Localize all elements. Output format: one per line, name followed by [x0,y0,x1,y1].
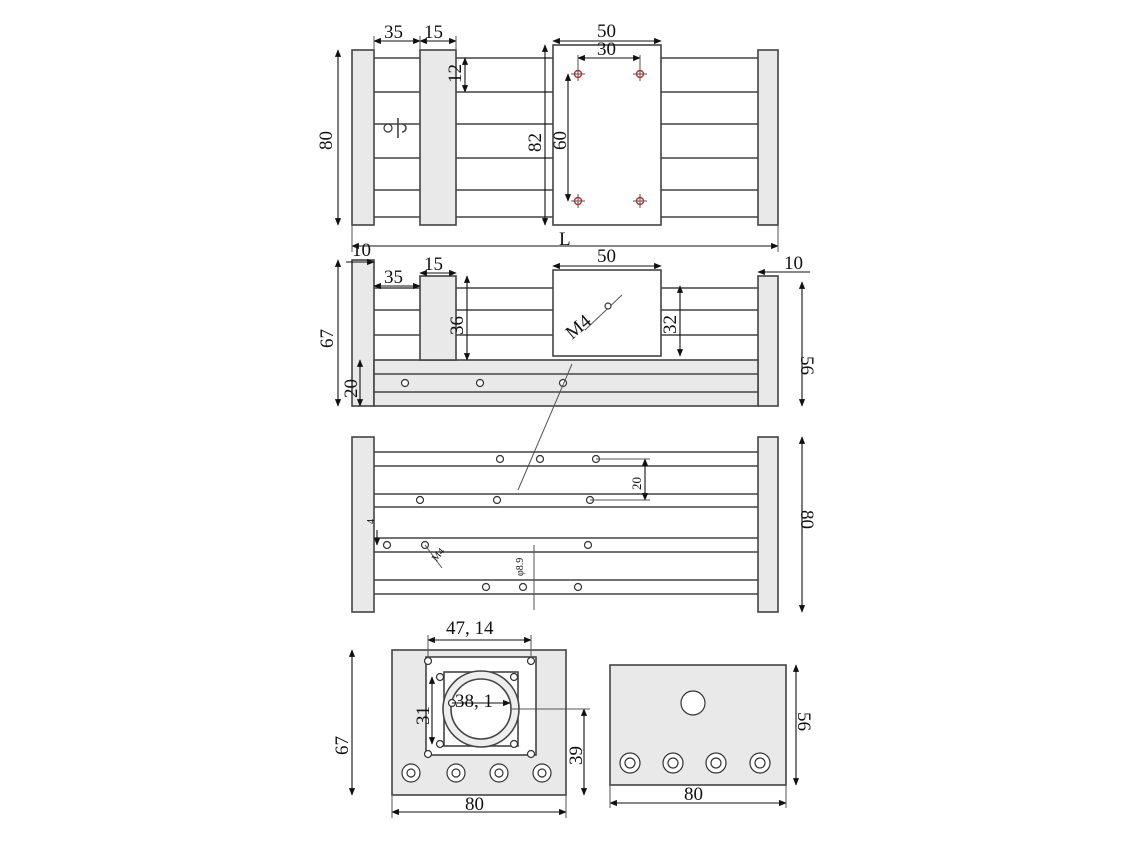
top-right-endcap [757,49,779,226]
idle-mount-holes [619,752,771,774]
dim-50: 50 [597,21,616,42]
dim-39: 39 [566,746,587,765]
dim-10-left: 10 [352,240,371,261]
dim-67-motor: 67 [332,736,353,755]
dim-4: 4 [366,519,377,524]
dim-35-side: 35 [384,267,403,288]
side-right-endcap [757,275,779,407]
dim-56-idle: 56 [793,712,814,731]
bottom-holes [382,454,601,592]
dim-56-side: 56 [796,356,817,375]
bottom-view: M4 φ8.9 20 80 4 [351,436,817,613]
dim-L: L [559,229,571,250]
top-view: 35 15 50 30 12 82 60 80 L [316,21,779,252]
small-thread-label: M4 [430,546,447,564]
top-stop-block [419,49,457,226]
side-dimensions: 10 35 15 50 10 67 36 32 56 20 [317,240,817,407]
bottom-rails [374,451,758,595]
dim-10-right: 10 [784,253,803,274]
end-view-motor: 47, 14 38, 1 31 67 39 80 [332,618,590,818]
dim-82: 82 [525,133,546,152]
dim-35: 35 [384,22,403,43]
dim-80: 80 [316,131,337,150]
dim-80-idle: 80 [684,784,703,805]
dim-30: 30 [597,39,616,60]
bottom-right-endcap [757,436,779,613]
dim-15: 15 [424,22,443,43]
top-left-endcap [351,49,375,226]
dim-47-14: 47, 14 [446,618,494,639]
idle-dimensions: 56 80 [609,664,814,808]
dim-36: 36 [447,316,468,335]
dim-38-1: 38, 1 [455,691,493,712]
dim-60: 60 [550,131,571,150]
dim-31: 31 [413,706,434,725]
bottom-dimensions: 20 80 4 [366,436,817,613]
limit-switch-icon [383,118,407,138]
side-carriage-plate [552,269,662,357]
motor-dimensions: 47, 14 38, 1 31 67 39 80 [332,618,590,818]
dim-80-bottom: 80 [796,510,817,529]
idle-bearing-hole [680,690,706,716]
end-view-idle: 56 80 [609,664,814,808]
top-dimensions: 35 15 50 30 12 82 60 80 L [316,21,779,252]
dim-20-side: 20 [341,379,362,398]
bottom-left-endcap [351,436,375,613]
motor-mount-holes [401,763,552,783]
dim-50-side: 50 [597,246,616,267]
small-note-label: φ8.9 [515,558,526,576]
dim-32: 32 [660,315,681,334]
side-view: M4 10 35 15 50 10 67 36 32 56 20 [317,240,817,491]
dim-12: 12 [445,64,466,83]
dim-15-side: 15 [424,254,443,275]
dim-20-bottom: 20 [629,477,644,490]
dim-67-side: 67 [317,329,338,348]
dim-80-motor: 80 [465,794,484,815]
